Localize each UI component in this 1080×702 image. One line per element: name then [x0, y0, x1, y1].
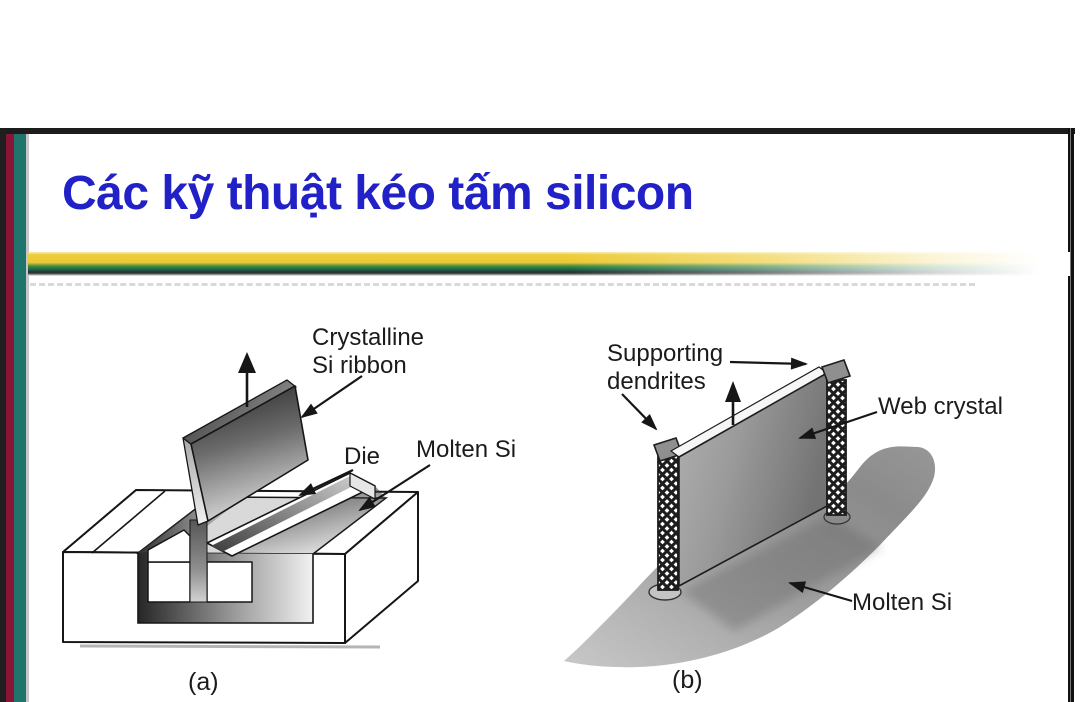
die-leader-arrow — [298, 469, 354, 496]
label-web-crystal: Web crystal — [878, 393, 1003, 420]
label-die: Die — [344, 443, 381, 470]
left-stripe-maroon — [6, 134, 14, 702]
molten-leader-arrow-b — [788, 581, 853, 603]
caption-a: (a) — [188, 668, 219, 696]
title-divider-fade — [28, 252, 1070, 276]
pull-up-arrow-icon — [238, 352, 256, 407]
label-crystalline-line1: Crystalline — [312, 324, 425, 351]
label-molten-si-a: Molten Si — [416, 436, 517, 463]
dendrites-leader-arrow-right — [729, 357, 808, 370]
dendrite-right — [820, 359, 852, 525]
slide-right-border — [1068, 128, 1074, 702]
label-supporting-line1: Supporting — [607, 340, 724, 367]
si-ribbon — [182, 379, 309, 603]
placeholder-dashed-line — [30, 283, 975, 286]
caption-b: (b) — [672, 666, 703, 694]
left-stripe-teal — [14, 134, 26, 702]
label-crystalline-line2: Si ribbon — [312, 352, 407, 379]
figure-a-diagram — [62, 352, 431, 649]
leader-arrows-a — [298, 375, 431, 512]
label-supporting-dendrites: Supporting dendrites — [607, 340, 723, 396]
pull-up-arrow-icon-b — [725, 381, 741, 425]
web-crystal-leader-arrow — [798, 410, 878, 440]
left-stripe-shadow — [26, 134, 29, 702]
title-divider-bar — [28, 252, 1070, 276]
crystalline-leader-arrow — [300, 375, 363, 419]
dendrite-left — [648, 437, 684, 601]
figure-b-diagram — [564, 357, 936, 668]
die-shape — [147, 472, 376, 603]
label-molten-si-b: Molten Si — [852, 589, 953, 616]
leader-arrows-b — [621, 357, 878, 603]
dendrites-leader-arrow-left — [621, 393, 658, 431]
left-stripe-black — [0, 130, 6, 702]
slide-title: Các kỹ thuật kéo tấm silicon — [62, 167, 694, 220]
molten-leader-arrow-a — [358, 464, 431, 512]
label-supporting-line2: dendrites — [607, 368, 706, 395]
label-crystalline-si-ribbon: Crystalline Si ribbon — [312, 324, 424, 380]
slide-top-border — [0, 128, 1075, 134]
